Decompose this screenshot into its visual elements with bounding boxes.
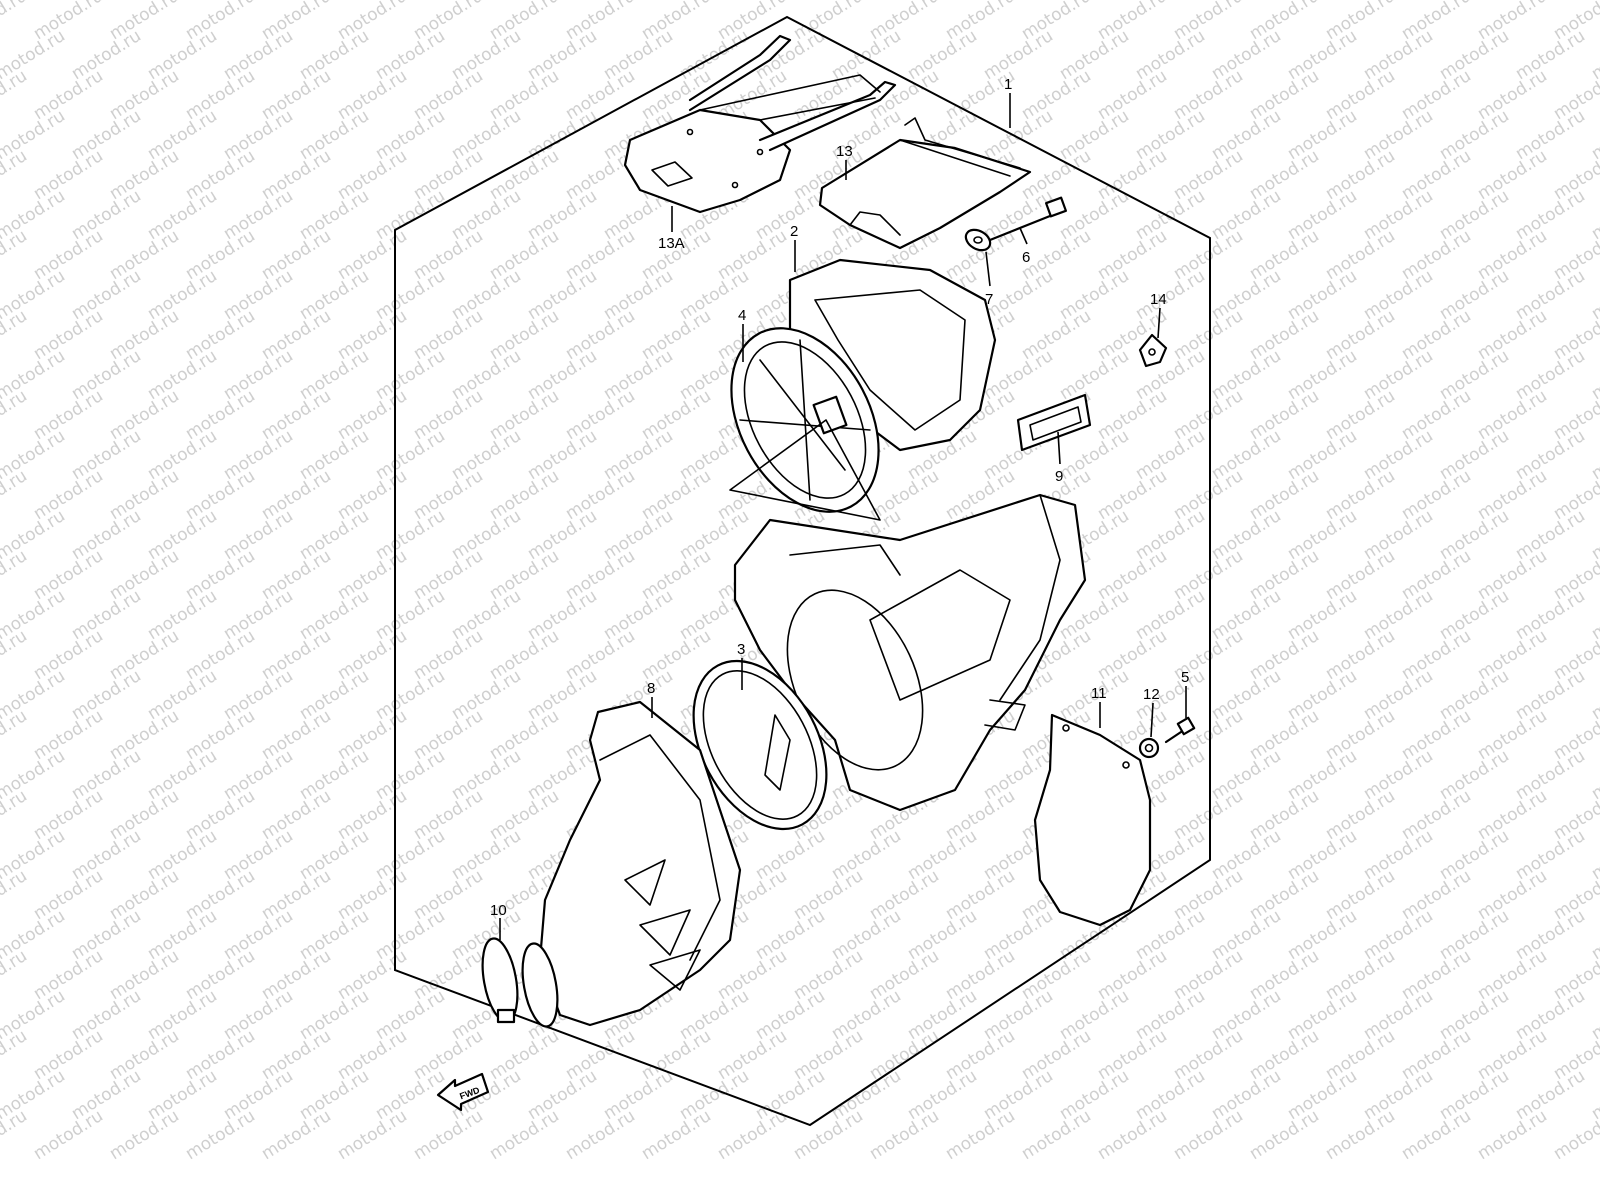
- watermark-text: motod.ru: [0, 466, 31, 524]
- watermark-text: motod.ru: [1588, 1066, 1600, 1124]
- watermark-text: motod.ru: [0, 946, 31, 1004]
- fwd-arrow-icon: FWD: [436, 1072, 490, 1112]
- part-10-clamp: [481, 937, 559, 1028]
- watermark-text: motod.ru: [0, 866, 31, 924]
- watermark-text: motod.ru: [0, 146, 31, 204]
- watermark-text: motod.ru: [562, 1106, 639, 1164]
- watermark-text: motod.ru: [1588, 586, 1600, 644]
- callout-4: 4: [738, 307, 746, 324]
- watermark-text: motod.ru: [1018, 1106, 1095, 1164]
- watermark-text: motod.ru: [30, 1106, 107, 1164]
- watermark-text: motod.ru: [106, 1106, 183, 1164]
- callout-labels: 1 2 3 4 5 6 7 8 9 10 11 12 13 13A 14: [490, 76, 1189, 919]
- watermark-text: motod.ru: [0, 0, 31, 44]
- watermark-text: motod.ru: [942, 1106, 1019, 1164]
- watermark-text: motod.ru: [1588, 746, 1600, 804]
- watermark-text: motod.ru: [638, 1106, 715, 1164]
- callout-6: 6: [1022, 249, 1030, 266]
- callout-14: 14: [1150, 291, 1167, 308]
- watermark-text: motod.ru: [1588, 266, 1600, 324]
- watermark-text: motod.ru: [1588, 826, 1600, 884]
- part-3-holder-ring: [692, 659, 828, 831]
- leader-lines: [499, 93, 1187, 940]
- callout-8: 8: [647, 680, 655, 697]
- part-9-strap: [1016, 393, 1092, 452]
- watermark-text: motod.ru: [182, 1106, 259, 1164]
- part-airbox-case: [733, 493, 1087, 812]
- watermark-text: motod.ru: [1322, 1106, 1399, 1164]
- watermark-text: motod.ru: [1588, 906, 1600, 964]
- watermark-text: motod.ru: [0, 546, 31, 604]
- callout-5: 5: [1181, 669, 1189, 686]
- callout-13a: 13A: [658, 235, 685, 252]
- part-11-side-cover: [1033, 713, 1152, 927]
- callout-10: 10: [490, 902, 507, 919]
- part-13a-cover: [623, 34, 897, 214]
- part-4-filter-cage: [729, 327, 881, 521]
- watermark-text: motod.ru: [486, 1106, 563, 1164]
- watermark-text: motod.ru: [790, 1106, 867, 1164]
- callout-11: 11: [1091, 685, 1107, 702]
- watermark-text: motod.ru: [1170, 1106, 1247, 1164]
- callout-12: 12: [1143, 686, 1160, 703]
- watermark-text: motod.ru: [0, 66, 31, 124]
- watermark-text: motod.ru: [0, 1106, 31, 1164]
- watermark-text: motod.ru: [0, 386, 31, 444]
- watermark-text: motod.ru: [1474, 1106, 1551, 1164]
- watermark-text: motod.ru: [1588, 666, 1600, 724]
- watermark-text: motod.ru: [1588, 506, 1600, 564]
- callout-9: 9: [1055, 468, 1063, 485]
- callout-13: 13: [836, 143, 853, 160]
- watermark-text: motod.ru: [1588, 346, 1600, 404]
- callout-2: 2: [790, 223, 798, 240]
- watermark-text: motod.ru: [1588, 986, 1600, 1044]
- callout-1: 1: [1004, 76, 1012, 93]
- watermark-text: motod.ru: [0, 306, 31, 364]
- part-8-intake-duct: [538, 700, 742, 1027]
- watermark-text: motod.ru: [0, 786, 31, 844]
- part-5-bolt: [1164, 716, 1196, 744]
- watermark-text: motod.ru: [258, 1106, 335, 1164]
- watermark-text: motod.ru: [1094, 1106, 1171, 1164]
- watermark-text: motod.ru: [1588, 26, 1600, 84]
- part-14-clip: [1138, 333, 1168, 368]
- watermark-text: motod.ru: [0, 706, 31, 764]
- watermark-text: motod.ru: [1398, 1106, 1475, 1164]
- watermark-text: motod.ru: [714, 1106, 791, 1164]
- watermark-text: motod.ru: [1246, 1106, 1323, 1164]
- callout-7: 7: [985, 291, 993, 308]
- part-13-tray: [818, 117, 1032, 250]
- watermark-text: motod.ru: [0, 226, 31, 284]
- watermark-text: motod.ru: [1588, 186, 1600, 244]
- part-12-washer: [1138, 737, 1160, 759]
- watermark-text: motod.ru: [0, 1026, 31, 1084]
- callout-3: 3: [737, 641, 745, 658]
- watermark-text: motod.ru: [1588, 426, 1600, 484]
- assembly-frame: [394, 15, 1211, 1127]
- watermark-text: motod.ru: [1588, 106, 1600, 164]
- watermark-text: motod.ru: [334, 1106, 411, 1164]
- watermark-text: motod.ru: [0, 626, 31, 684]
- part-7-washer: [964, 228, 992, 252]
- watermark-text: motod.ru: [866, 1106, 943, 1164]
- watermark-text: motod.ru: [410, 1106, 487, 1164]
